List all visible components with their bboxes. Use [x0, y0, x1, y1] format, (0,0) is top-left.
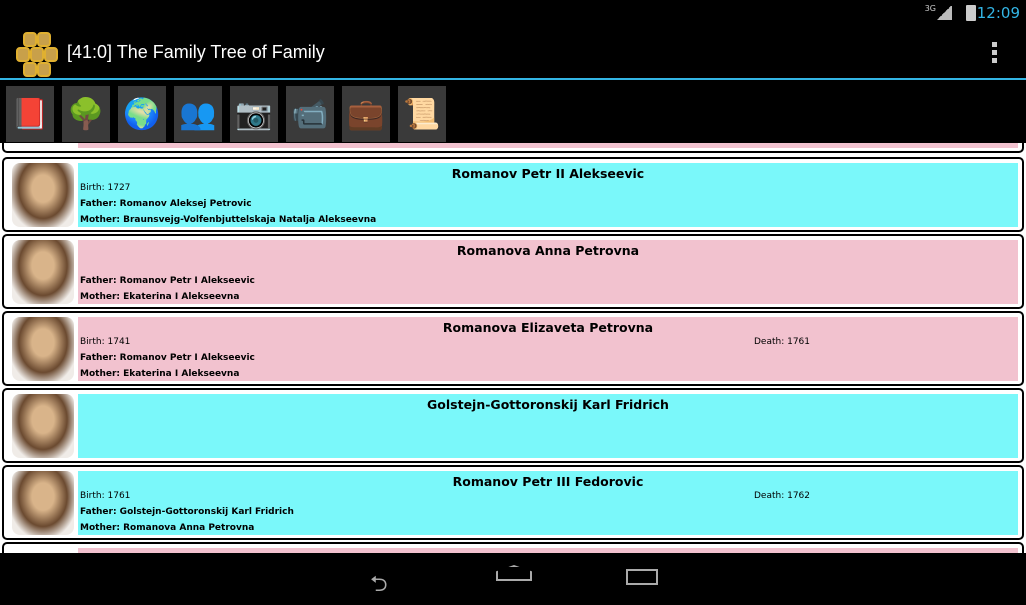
signal-icon: [936, 6, 952, 20]
person-card[interactable]: Romanov Petr III Fedorovic Birth: 1761 D…: [2, 465, 1024, 540]
toolbar-camera-button[interactable]: 📷: [230, 86, 278, 142]
home-icon[interactable]: [496, 565, 532, 581]
person-name: Golstejn-Gottoronskij Karl Fridrich: [427, 397, 669, 412]
person-photo: [12, 317, 74, 381]
toolbar: 📕 🌳 🌍 👥 📷 📹 💼 📜: [0, 82, 1026, 144]
person-list[interactable]: Romanov Petr II Alekseevic Birth: 1727 F…: [0, 143, 1026, 553]
person-info: Romanov Petr II Alekseevic Birth: 1727 F…: [78, 163, 1018, 227]
person-card-partial[interactable]: [2, 143, 1024, 153]
person-info: Romanova Anna Petrovna Father: Romanov P…: [78, 240, 1018, 304]
death-date: Death: 1762: [754, 491, 811, 501]
back-icon[interactable]: ⮌: [370, 572, 388, 597]
toolbar-people-button[interactable]: 👥: [174, 86, 222, 142]
person-info: Golstejn-Gottoronskij Karl Fridrich: [78, 394, 1018, 458]
document-icon: 📜: [403, 96, 441, 132]
person-card[interactable]: Romanova Anna Petrovna Father: Romanov P…: [2, 234, 1024, 309]
person-name: Romanova Anna Petrovna: [456, 243, 640, 258]
toolbar-document-button[interactable]: 📜: [398, 86, 446, 142]
person-card[interactable]: Romanov Petr II Alekseevic Birth: 1727 F…: [2, 157, 1024, 232]
camera-icon: 📷: [235, 96, 273, 132]
mother-name: Mother: Ekaterina I Alekseevna: [80, 369, 240, 379]
action-bar: [41:0] The Family Tree of Family: [0, 26, 1026, 80]
father-name: Father: Romanov Petr I Alekseevic: [80, 353, 255, 363]
mother-name: Mother: Braunsvejg-Volfenbjuttelskaja Na…: [80, 215, 377, 225]
app-logo-icon[interactable]: [14, 32, 60, 78]
battery-icon: [966, 5, 976, 21]
father-name: Father: Romanov Aleksej Petrovic: [80, 199, 252, 209]
person-photo: [12, 240, 74, 304]
toolbar-briefcase-button[interactable]: 💼: [342, 86, 390, 142]
video-icon: 📹: [291, 96, 329, 132]
toolbar-video-button[interactable]: 📹: [286, 86, 334, 142]
overflow-menu-icon[interactable]: [992, 42, 998, 66]
person-name: Romanov Petr II Alekseevic: [451, 166, 645, 181]
death-date: Death: 1761: [754, 337, 811, 347]
navigation-bar: ⮌: [0, 553, 1026, 602]
status-bar: 3G 12:09: [0, 0, 1026, 26]
mother-name: Mother: Ekaterina I Alekseevna: [80, 292, 240, 302]
person-photo: [12, 394, 74, 458]
person-info: Romanov Petr III Fedorovic Birth: 1761 D…: [78, 471, 1018, 535]
father-name: Father: Golstejn-Gottoronskij Karl Fridr…: [80, 507, 294, 517]
people-icon: 👥: [179, 96, 217, 132]
tree-icon: 🌳: [67, 96, 105, 132]
birth-date: Birth: 1741: [80, 337, 131, 347]
person-name: Romanov Petr III Fedorovic: [452, 474, 644, 489]
person-card[interactable]: Golstejn-Gottoronskij Karl Fridrich: [2, 388, 1024, 463]
network-type: 3G: [924, 4, 936, 13]
briefcase-icon: 💼: [347, 96, 385, 132]
birth-date: Birth: 1761: [80, 491, 131, 501]
father-name: Father: Romanov Petr I Alekseevic: [80, 276, 255, 286]
person-photo: [12, 471, 74, 535]
person-card[interactable]: Romanova Elizaveta Petrovna Birth: 1741 …: [2, 311, 1024, 386]
toolbar-tree-button[interactable]: 🌳: [62, 86, 110, 142]
person-card-partial[interactable]: [2, 542, 1024, 553]
globe-icon: 🌍: [123, 96, 161, 132]
recent-apps-icon[interactable]: [626, 569, 658, 585]
toolbar-globe-button[interactable]: 🌍: [118, 86, 166, 142]
birth-date: Birth: 1727: [80, 183, 131, 193]
toolbar-book-button[interactable]: 📕: [6, 86, 54, 142]
person-photo: [12, 163, 74, 227]
book-icon: 📕: [11, 96, 49, 132]
person-info: Romanova Elizaveta Petrovna Birth: 1741 …: [78, 317, 1018, 381]
person-name: Romanova Elizaveta Petrovna: [442, 320, 654, 335]
clock: 12:09: [976, 4, 1020, 22]
mother-name: Mother: Romanova Anna Petrovna: [80, 523, 255, 533]
app-title: [41:0] The Family Tree of Family: [67, 42, 325, 62]
